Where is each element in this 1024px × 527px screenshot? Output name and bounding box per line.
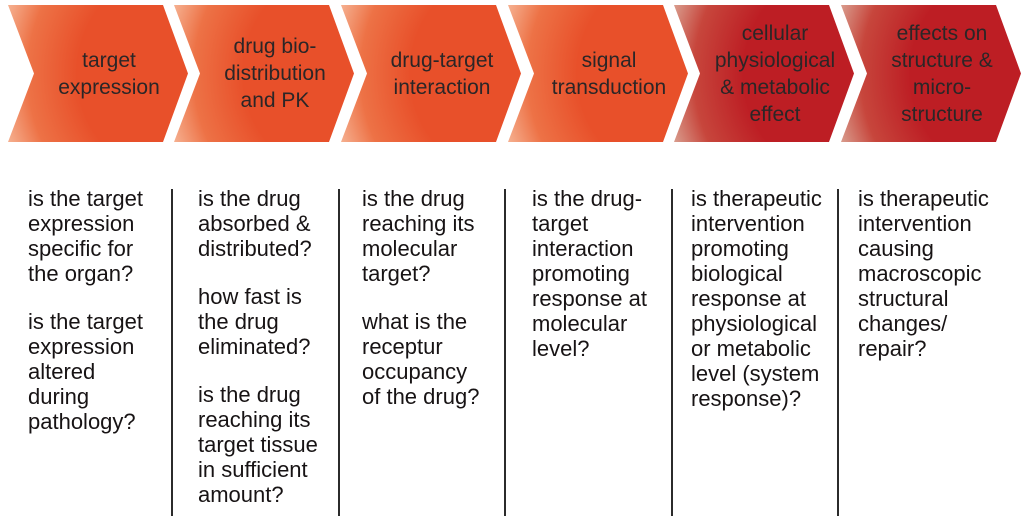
- stage-arrow-drug-biodistribution-pk: drug bio- distribution and PK: [174, 5, 354, 142]
- stage-arrow-drug-target-interaction: drug-target interaction: [341, 5, 521, 142]
- column-divider: [837, 189, 839, 516]
- stage-arrow-cellular-physiological-metabolic-effect: cellular physiological & metabolic effec…: [674, 5, 854, 142]
- column-divider: [171, 189, 173, 516]
- question-text: is the drug absorbed & distributed?: [198, 186, 312, 261]
- stage-arrow-signal-transduction: signal transduction: [508, 5, 688, 142]
- stage-arrow-label: effects on structure & micro- structure: [891, 21, 993, 126]
- question-text: is therapeutic intervention promoting bi…: [691, 186, 822, 411]
- questions-column-drug-biodistribution-pk: is the drug absorbed & distributed? how …: [198, 186, 344, 527]
- questions-column-signal-transduction: is the drug- target interaction promotin…: [532, 186, 678, 384]
- questions-column-target-expression: is the target expression specific for th…: [28, 186, 174, 457]
- stage-arrow-label: target expression: [58, 48, 160, 99]
- question-text: how fast is the drug eliminated?: [198, 284, 311, 359]
- questions-column-cellular-physiological-metabolic-effect: is therapeutic intervention promoting bi…: [691, 186, 837, 434]
- column-divider: [504, 189, 506, 516]
- stage-arrow-label: signal transduction: [551, 48, 667, 99]
- question-text: what is the receptur occupancy of the dr…: [362, 309, 480, 409]
- question-text: is the drug- target interaction promotin…: [532, 186, 647, 361]
- question-text: is therapeutic intervention causing macr…: [858, 186, 989, 361]
- question-text: is the target expression altered during …: [28, 309, 143, 434]
- questions-column-drug-target-interaction: is the drug reaching its molecular targe…: [362, 186, 508, 432]
- stage-arrow-effects-on-structure: effects on structure & micro- structure: [841, 5, 1021, 142]
- stage-arrow-label: drug bio- distribution and PK: [224, 35, 326, 112]
- question-text: is the drug reaching its target tissue i…: [198, 382, 318, 507]
- stage-arrow-target-expression: target expression: [8, 5, 188, 142]
- stage-arrow-label: cellular physiological & metabolic effec…: [714, 21, 836, 126]
- column-divider: [671, 189, 673, 516]
- question-text: is the drug reaching its molecular targe…: [362, 186, 475, 286]
- question-text: is the target expression specific for th…: [28, 186, 143, 286]
- stage-arrow-label: drug-target interaction: [390, 48, 494, 99]
- column-divider: [338, 189, 340, 516]
- questions-column-effects-on-structure: is therapeutic intervention causing macr…: [858, 186, 1004, 384]
